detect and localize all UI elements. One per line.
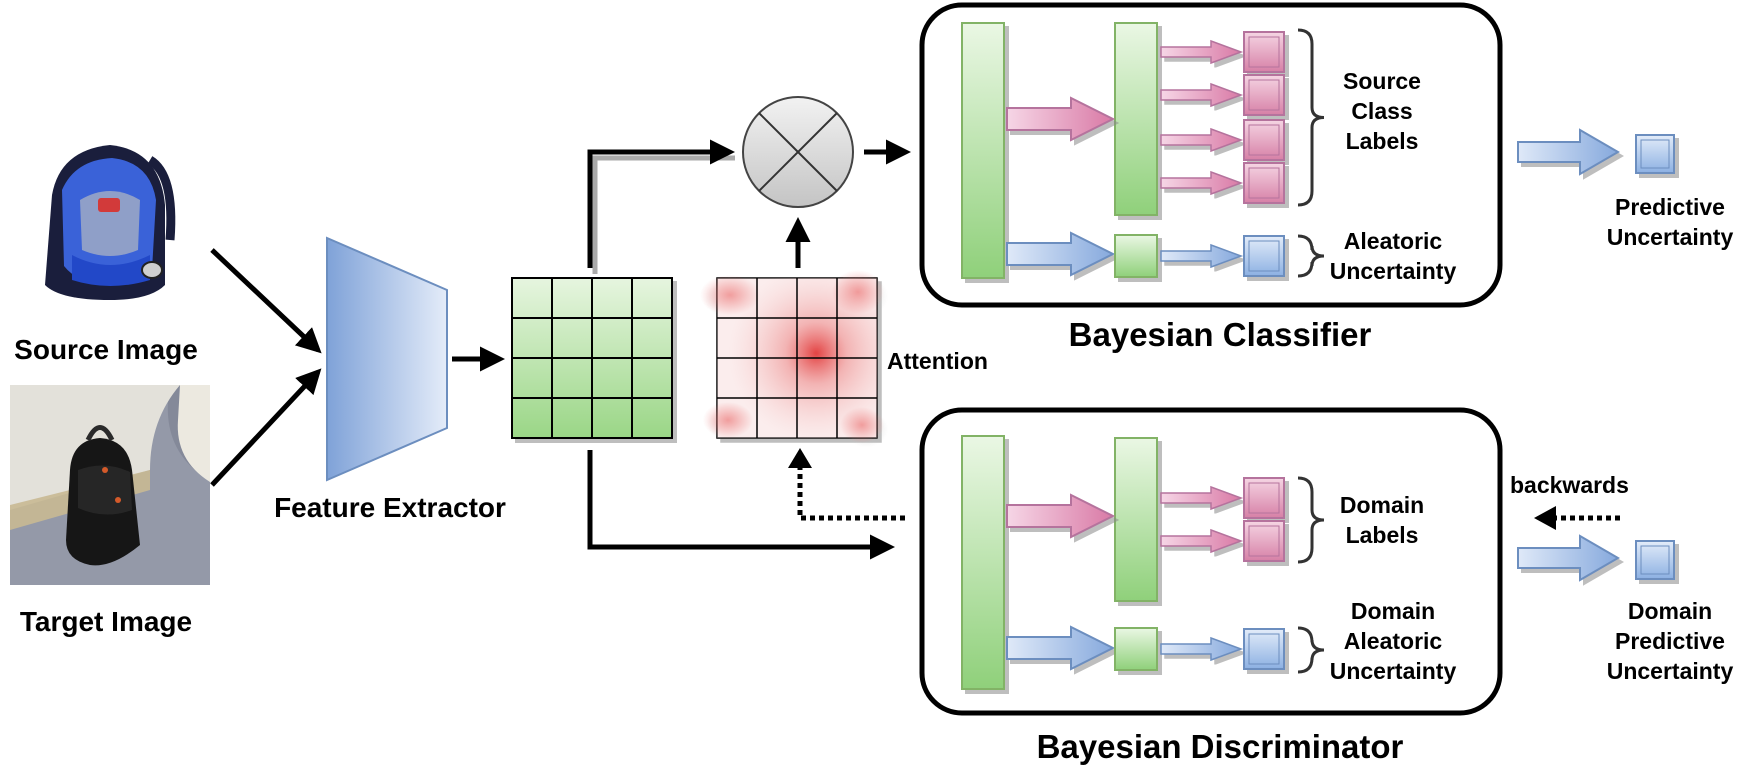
classifier-class-output (1243, 74, 1285, 116)
domain-labels-text: Domain Labels (1339, 492, 1425, 548)
classifier-label-arrow (1160, 39, 1244, 65)
source-image-label: Source Image (14, 334, 198, 365)
target-image (10, 385, 210, 585)
feature-map-grid (511, 277, 673, 439)
discriminator-variance-node (1114, 627, 1158, 671)
source-image (22, 135, 187, 300)
discriminator-domain-output (1243, 477, 1285, 519)
discriminator-label-arrow (1160, 485, 1244, 511)
classifier-label-arrow (1160, 82, 1244, 108)
classifier-pink-fat-arrow (1006, 96, 1116, 142)
aleatoric-uncertainty-text: Aleatoric Uncertainty (1329, 228, 1457, 284)
classifier-label-arrow (1160, 127, 1244, 153)
classifier-aleatoric-output (1243, 235, 1285, 277)
target-image-label: Target Image (19, 606, 193, 637)
classifier-hidden-layer (1114, 22, 1158, 216)
classifier-variance-node (1114, 234, 1158, 278)
attention-map-grid (700, 270, 884, 443)
discriminator-domain-output (1243, 520, 1285, 562)
discriminator-aleatoric-arrow (1160, 636, 1244, 662)
discriminator-aleatoric-output (1243, 628, 1285, 670)
features-to-multiply-arrow (587, 139, 735, 268)
discriminator-labels-brace (1297, 476, 1325, 564)
backwards-label: backwards (1510, 472, 1629, 498)
predictive-uncertainty-output (1517, 128, 1675, 176)
classifier-blue-fat-arrow (1006, 231, 1116, 277)
classifier-class-output (1243, 162, 1285, 204)
domain-predictive-uncertainty-output (1517, 534, 1675, 582)
attention-label: Attention (887, 348, 988, 374)
classifier-label-arrow (1160, 170, 1244, 196)
classifier-labels-brace (1297, 28, 1325, 207)
source-class-labels-text: Source Class Labels (1343, 68, 1421, 154)
discriminator-pink-fat-arrow (1006, 493, 1116, 539)
feature-extractor-shape (326, 236, 448, 482)
classifier-box (919, 2, 1503, 308)
classifier-class-output (1243, 31, 1285, 73)
domain-predictive-uncertainty-text: Domain Predictive Uncertainty (1606, 598, 1734, 684)
discriminator-blue-fat-arrow (1006, 625, 1116, 671)
classifier-class-output (1243, 119, 1285, 161)
multiply-node (742, 96, 854, 208)
classifier-aleatoric-arrow (1160, 243, 1244, 269)
classifier-input-layer (961, 22, 1005, 279)
classifier-aleatoric-brace (1297, 234, 1325, 278)
classifier-title: Bayesian Classifier (1068, 316, 1372, 353)
discriminator-input-layer (961, 435, 1005, 690)
predictive-uncertainty-text: Predictive Uncertainty (1606, 194, 1734, 250)
discriminator-title: Bayesian Discriminator (1036, 728, 1404, 765)
domain-aleatoric-uncertainty-text: Domain Aleatoric Uncertainty (1329, 598, 1457, 684)
discriminator-hidden-layer (1114, 437, 1158, 602)
discriminator-to-attention-dotted (797, 462, 905, 521)
discriminator-aleatoric-brace (1297, 626, 1325, 674)
feature-extractor-label: Feature Extractor (274, 492, 506, 523)
source-arrow (210, 248, 322, 354)
features-to-discriminator-arrow (587, 450, 895, 560)
discriminator-label-arrow (1160, 528, 1244, 554)
target-arrow (210, 368, 322, 487)
